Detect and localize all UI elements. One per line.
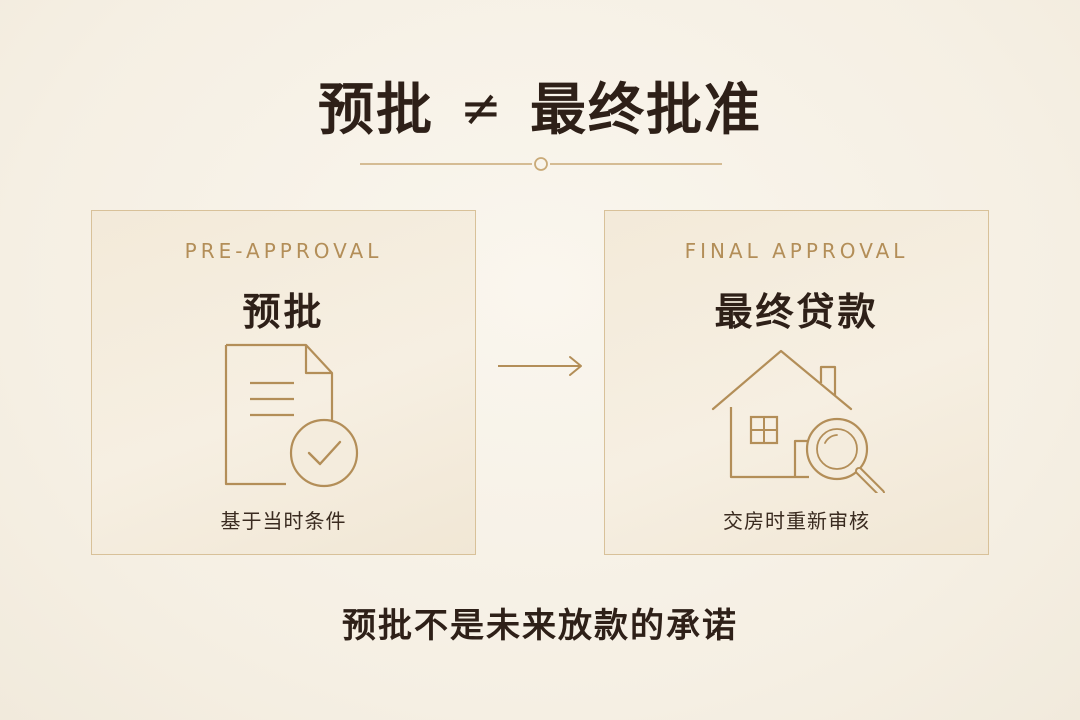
house-magnifier-icon	[711, 349, 885, 493]
title-divider	[360, 157, 722, 171]
pre-approval-card: PRE-APPROVAL 预批 基于当时条件	[91, 210, 476, 555]
title-right-text: 最终批准	[529, 77, 762, 143]
card-subtitle: PRE-APPROVAL	[184, 239, 383, 263]
footer-statement: 预批不是未来放款的承诺	[342, 606, 738, 646]
card-subtitle: FINAL APPROVAL	[684, 239, 909, 263]
page-title: 预批 ≠ 最终批准	[0, 72, 1080, 146]
document-check-icon	[224, 343, 359, 488]
card-note: 基于当时条件	[220, 509, 347, 533]
card-title: 最终贷款	[714, 289, 879, 334]
not-equal-icon: ≠	[460, 79, 504, 137]
arrow-right-icon	[498, 356, 582, 376]
final-approval-card: FINAL APPROVAL 最终贷款 交房时重新审核	[604, 210, 989, 555]
card-note: 交房时重新审核	[723, 509, 870, 533]
card-title: 预批	[242, 289, 325, 334]
title-left-text: 预批	[318, 77, 435, 143]
